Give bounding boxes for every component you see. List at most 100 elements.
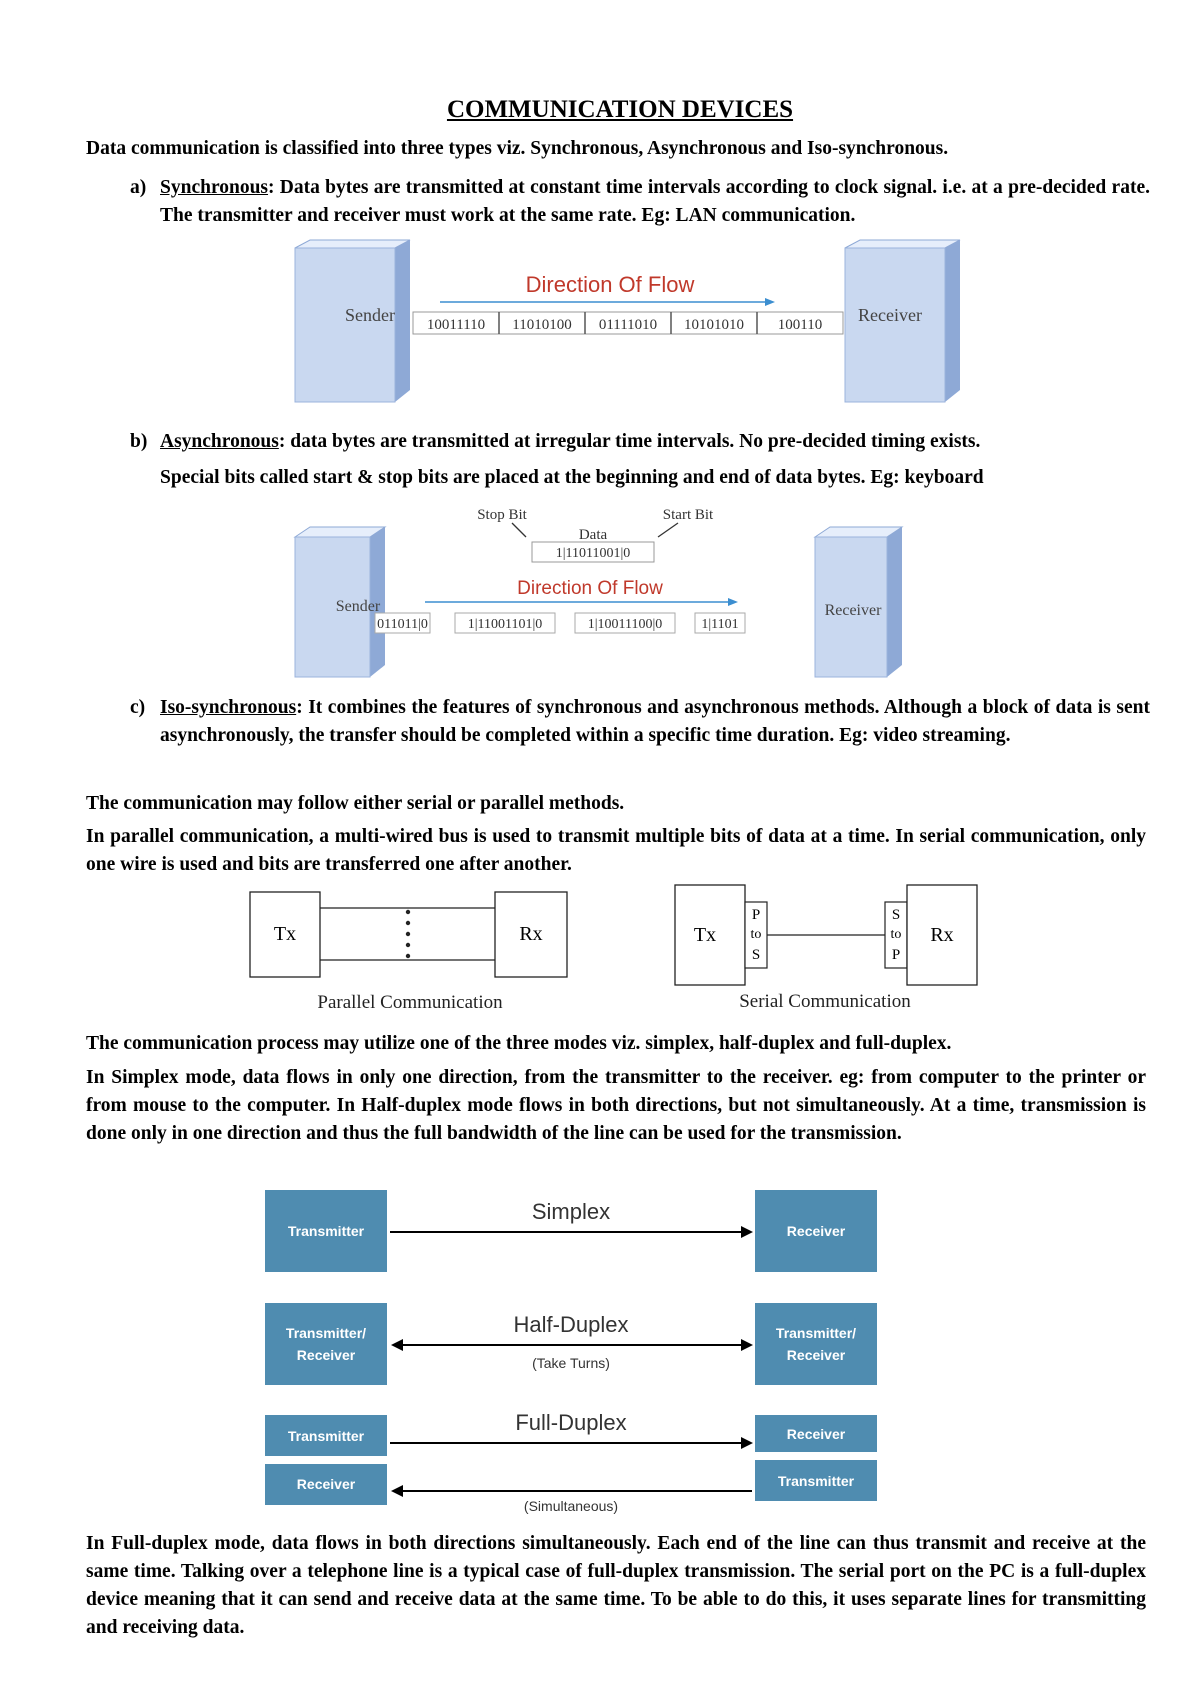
item-b-line2: Special bits called start & stop bits ar… [160, 467, 984, 488]
parallel-rx-box [494, 891, 568, 978]
async-sender-box-top [293, 526, 387, 538]
receiver-box-side [945, 240, 960, 402]
full-left-top-label: Transmitter [288, 1428, 365, 1444]
transmission-modes-diagram: Transmitter Receiver Simplex Transmitter… [265, 1190, 877, 1514]
item-a-term: Synchronous [160, 177, 269, 198]
half-duplex-note: (Take Turns) [532, 1355, 610, 1371]
simplex-title: Simplex [532, 1199, 610, 1224]
synchronous-diagram: Sender Receiver Direction Of Flow 100111… [294, 239, 961, 403]
receiver-box [844, 247, 946, 403]
item-a-text: : Data bytes are transmitted at constant… [160, 177, 1150, 226]
async-receiver-label: Receiver [825, 602, 883, 619]
item-c-marker: c) [130, 697, 146, 718]
serial-rx-label: Rx [930, 924, 953, 946]
p-to-s-line-1: P [752, 907, 760, 923]
half-duplex-title: Half-Duplex [514, 1312, 629, 1337]
full-duplex-paragraph: In Full-duplex mode, data flows in both … [86, 1533, 1146, 1638]
item-b-term: Asynchronous [160, 431, 279, 452]
async-frame-box [694, 612, 746, 634]
full-duplex-title: Full-Duplex [515, 1410, 626, 1435]
sender-box-side [395, 240, 410, 402]
async-frame-box [454, 612, 556, 634]
full-left-bottom-box [265, 1464, 387, 1505]
s-to-p-line-2: to [891, 927, 902, 942]
full-right-top-box [755, 1415, 877, 1452]
parallel-serial-diagram: Tx Rx Parallel Communication Tx P to S S… [249, 884, 978, 1013]
sync-direction-label: Direction Of Flow [526, 272, 695, 297]
full-arrowhead-right [741, 1437, 753, 1449]
sync-byte: 01111010 [599, 317, 657, 333]
full-right-bottom-box [755, 1460, 877, 1501]
full-arrowhead-left [391, 1485, 403, 1497]
sync-receiver-label: Receiver [858, 305, 922, 325]
sender-box [294, 247, 396, 403]
half-left-label-1: Transmitter/ [286, 1325, 366, 1341]
sample-frame-text: 1|11011001|0 [556, 546, 631, 561]
sync-byte: 10101010 [684, 317, 744, 333]
half-right-label-1: Transmitter/ [776, 1325, 856, 1341]
sync-byte: 11010100 [512, 317, 571, 333]
sync-byte: 10011110 [427, 317, 485, 333]
parallel-tx-label: Tx [274, 923, 296, 945]
sync-direction-arrowhead [765, 298, 775, 306]
simplex-receiver-box [755, 1190, 877, 1272]
s-to-p-line-3: P [892, 947, 900, 963]
simplex-transmitter-label: Transmitter [288, 1223, 365, 1239]
parallel-dot [405, 920, 411, 926]
async-frame-group: 011011|0 1|11001101|0 1|10011100|0 1|1101 [374, 612, 746, 634]
sync-sender-label: Sender [345, 305, 395, 325]
item-c-paragraph: Iso-synchronous: It combines the feature… [160, 694, 1150, 750]
data-label: Data [579, 527, 608, 543]
parallel-dot [405, 909, 411, 915]
item-a-paragraph: Synchronous: Data bytes are transmitted … [160, 174, 1150, 230]
half-left-box [265, 1303, 387, 1385]
half-arrowhead-right [741, 1339, 753, 1351]
item-b-text: : data bytes are transmitted at irregula… [278, 431, 981, 452]
parallel-tx-box [249, 891, 321, 978]
async-frame-box [574, 612, 676, 634]
half-arrowhead-left [391, 1339, 403, 1351]
async-frame: 1|10011100|0 [588, 617, 663, 632]
start-bit-pointer [657, 522, 679, 538]
simplex-paragraph: In Simplex mode, data flows in only one … [86, 1067, 1146, 1144]
serial-tx-label: Tx [694, 924, 716, 946]
page-title: COMMUNICATION DEVICES [446, 96, 794, 123]
parallel-dot [405, 953, 411, 959]
full-duplex-note: (Simultaneous) [524, 1498, 618, 1514]
stop-bit-label: Stop Bit [477, 507, 527, 523]
item-c-term: Iso-synchronous [160, 697, 297, 718]
serial-caption: Serial Communication [739, 991, 911, 1012]
async-receiver-box-top [813, 526, 904, 538]
async-frame-box [374, 612, 431, 634]
serial-parallel-line: The communication may follow either seri… [86, 793, 625, 814]
full-right-bottom-label: Transmitter [778, 1473, 855, 1489]
full-left-top-box [265, 1415, 387, 1456]
start-bit-label: Start Bit [663, 507, 714, 523]
s-to-p-line-1: S [892, 907, 900, 923]
async-sender-box [294, 536, 371, 678]
async-frame: 1|11001101|0 [468, 617, 543, 632]
async-sender-box-side [370, 527, 385, 677]
async-sender-label: Sender [336, 598, 381, 615]
receiver-box-top [844, 239, 961, 249]
p-to-s-line-3: S [752, 947, 760, 963]
async-direction-label: Direction Of Flow [517, 578, 663, 599]
sender-box-top [294, 239, 411, 249]
parallel-rx-label: Rx [519, 923, 542, 945]
half-right-label-2: Receiver [787, 1347, 846, 1363]
parallel-dot [405, 931, 411, 937]
item-b-paragraph: Asynchronous: data bytes are transmitted… [160, 428, 1150, 456]
async-frame: 011011|0 [377, 617, 428, 632]
simplex-transmitter-box [265, 1190, 387, 1272]
parallel-serial-paragraph: In parallel communication, a multi-wired… [86, 826, 1146, 875]
async-frame: 1|1101 [701, 617, 738, 632]
p-to-s-line-2: to [751, 927, 762, 942]
sync-byte-stream [412, 311, 844, 335]
serial-rx-box [906, 884, 978, 986]
parallel-caption: Parallel Communication [317, 992, 503, 1013]
half-left-label-2: Receiver [297, 1347, 356, 1363]
simplex-receiver-label: Receiver [787, 1223, 846, 1239]
intro-paragraph: Data communication is classified into th… [86, 138, 949, 159]
simplex-arrowhead-right [741, 1226, 753, 1238]
